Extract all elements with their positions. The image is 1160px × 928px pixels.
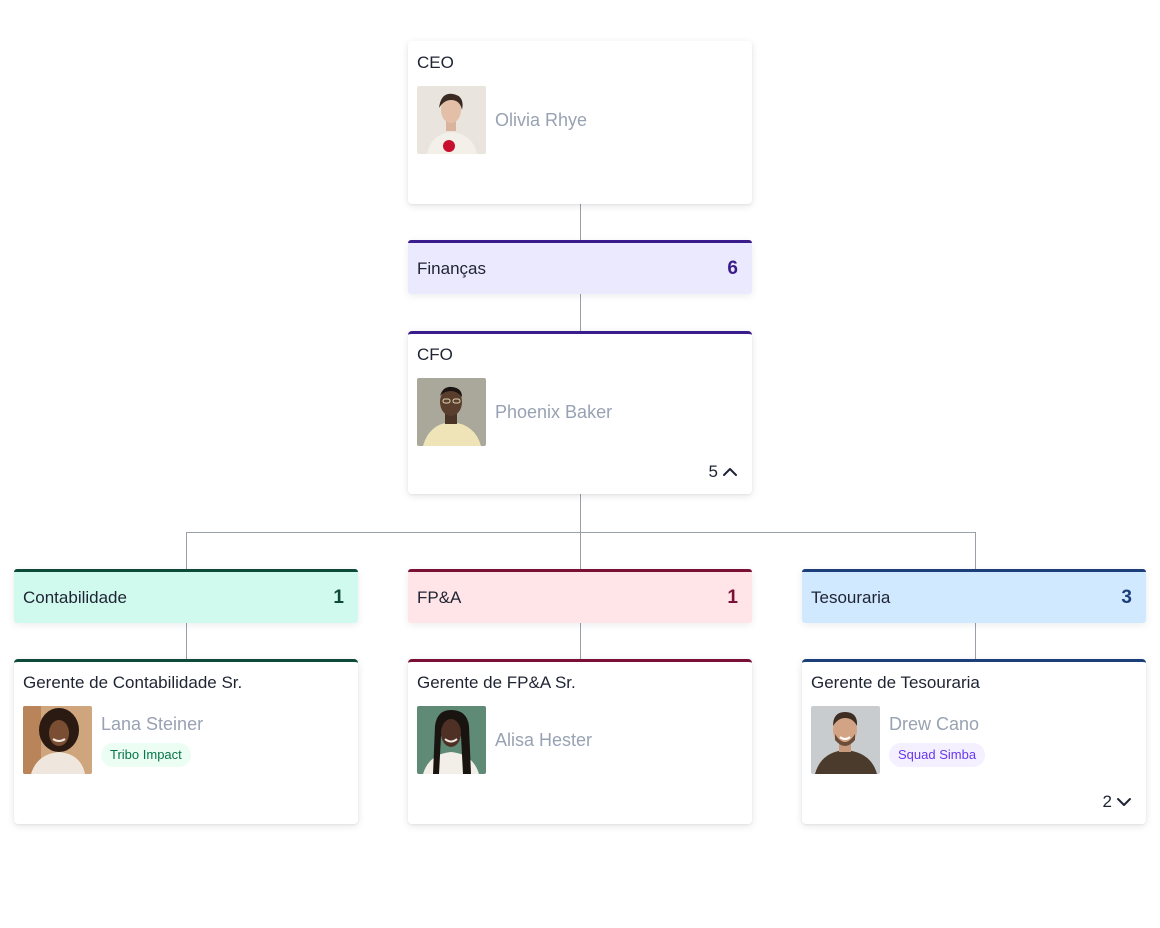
connector-branch-contabilidade — [186, 532, 187, 570]
ceo-name: Olivia Rhye — [495, 110, 588, 130]
manager-card-contabilidade[interactable]: Gerente de Contabilidade Sr. Lana Steine… — [14, 659, 358, 824]
connector-fpa-manager — [580, 622, 581, 660]
manager-tesouraria-name: Drew Cano — [889, 714, 980, 734]
dept-fpa-count: 1 — [727, 586, 738, 608]
dept-fpa-label: FP&A — [417, 587, 462, 607]
dept-fpa[interactable]: FP&A 1 — [408, 569, 752, 623]
connector-ceo-finance — [580, 204, 581, 242]
dept-contabilidade-label: Contabilidade — [23, 587, 127, 607]
avatar-alisa-hester — [417, 706, 486, 774]
dept-contabilidade-count: 1 — [333, 586, 344, 608]
cfo-card[interactable]: CFO Phoenix Baker 5 — [408, 331, 752, 494]
cfo-name: Phoenix Baker — [495, 402, 613, 422]
dept-financas-count: 6 — [727, 257, 738, 279]
chevron-up-icon — [723, 468, 737, 476]
cfo-role: CFO — [417, 345, 453, 364]
manager-contabilidade-role: Gerente de Contabilidade Sr. — [23, 673, 243, 692]
manager-card-fpa[interactable]: Gerente de FP&A Sr. Alisa Hester — [408, 659, 752, 824]
manager-fpa-person: Alisa Hester — [417, 706, 743, 774]
ceo-role: CEO — [417, 53, 454, 72]
ceo-person: Olivia Rhye — [417, 86, 743, 154]
ceo-card[interactable]: CEO Olivia Rhye — [408, 41, 752, 204]
manager-card-tesouraria[interactable]: Gerente de Tesouraria Drew Cano Squad Si… — [802, 659, 1146, 824]
dept-contabilidade[interactable]: Contabilidade 1 — [14, 569, 358, 623]
team-tag-squad-simba: Squad Simba — [889, 743, 986, 767]
connector-finance-cfo — [580, 294, 581, 332]
avatar-drew-cano — [811, 706, 880, 774]
dept-tesouraria-label: Tesouraria — [811, 587, 891, 607]
manager-tesouraria-person: Drew Cano Squad Simba — [811, 706, 1137, 774]
avatar-lana-steiner — [23, 706, 92, 774]
tesouraria-reports-count: 2 — [1102, 792, 1112, 811]
manager-contabilidade-name: Lana Steiner — [101, 714, 204, 734]
avatar-olivia-rhye — [417, 86, 486, 154]
team-tag-tribo-impact: Tribo Impact — [101, 743, 191, 767]
cfo-person: Phoenix Baker — [417, 378, 743, 446]
manager-contabilidade-person: Lana Steiner Tribo Impact — [23, 706, 349, 774]
manager-fpa-role: Gerente de FP&A Sr. — [417, 673, 576, 692]
connector-tesouraria-manager — [975, 622, 976, 660]
tesouraria-expand-toggle[interactable]: 2 — [1103, 792, 1132, 812]
connector-contabilidade-manager — [186, 622, 187, 660]
avatar-phoenix-baker — [417, 378, 486, 446]
manager-tesouraria-role: Gerente de Tesouraria — [811, 673, 980, 692]
chevron-down-icon — [1117, 798, 1131, 806]
dept-financas[interactable]: Finanças 6 — [408, 240, 752, 294]
dept-tesouraria[interactable]: Tesouraria 3 — [802, 569, 1146, 623]
cfo-reports-count: 5 — [708, 462, 718, 481]
cfo-collapse-toggle[interactable]: 5 — [709, 462, 738, 482]
connector-branch-horizontal — [186, 532, 975, 533]
dept-financas-label: Finanças — [417, 258, 486, 278]
manager-fpa-name: Alisa Hester — [495, 730, 593, 750]
dept-tesouraria-count: 3 — [1121, 586, 1132, 608]
connector-branch-tesouraria — [975, 532, 976, 570]
